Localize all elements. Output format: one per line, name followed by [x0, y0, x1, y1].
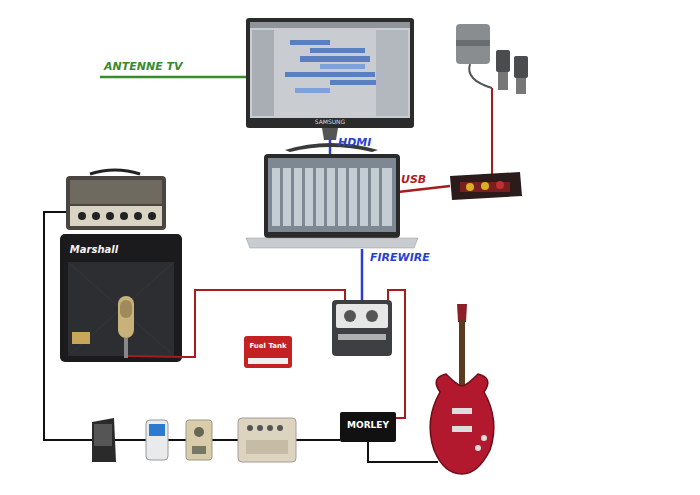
- brand-name: Fuel Tank: [249, 343, 286, 351]
- amp-head: [66, 170, 166, 230]
- speaker-cable: [491, 88, 493, 176]
- usb-audio-interface: [450, 172, 522, 200]
- usb-cable: [398, 186, 450, 192]
- brand-name: SAMSUNG: [315, 119, 346, 126]
- laptop: [246, 154, 418, 248]
- guitar-cable: [368, 442, 438, 462]
- speakers: [456, 24, 528, 94]
- antenna-cable: [100, 76, 248, 79]
- wires: [44, 77, 492, 462]
- cable-label: HDMI: [338, 137, 371, 149]
- tv-monitor: [246, 18, 414, 152]
- brand-name: MORLEY: [347, 421, 389, 431]
- mic-cable: [185, 290, 345, 357]
- cable-label: ANTENNE TV: [104, 61, 183, 73]
- pedalboard: [92, 412, 396, 462]
- power-supply: [244, 336, 292, 368]
- firewire-interface: [332, 300, 392, 356]
- cable-label: USB: [401, 174, 426, 186]
- electric-guitar: [430, 304, 494, 474]
- cable-label: FIREWIRE: [370, 252, 430, 264]
- brand-name: Marshall: [70, 244, 118, 255]
- guitar-cabinet: [60, 234, 182, 362]
- microphone: [118, 296, 185, 358]
- firewire-cable: [361, 249, 364, 300]
